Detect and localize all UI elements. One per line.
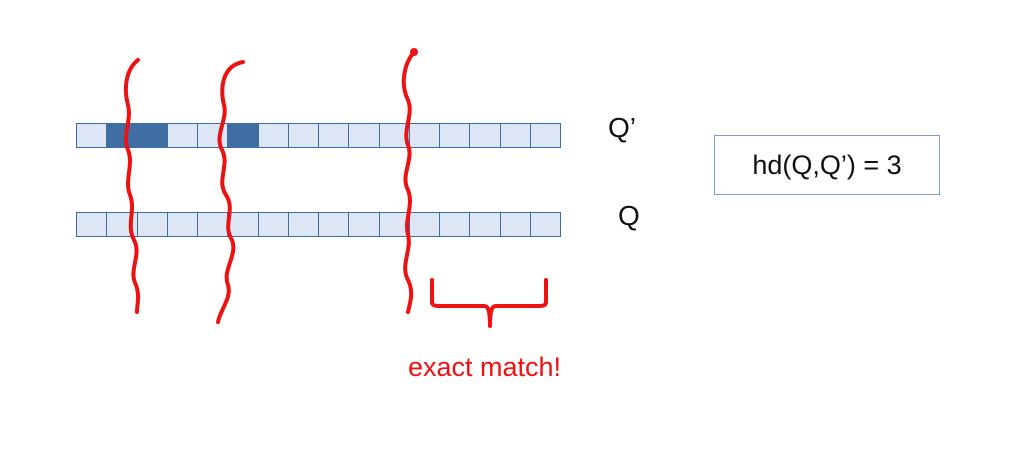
- q-prime-label: Q’: [608, 112, 636, 143]
- cut-line-1: [123, 58, 141, 314]
- bit-cell: [499, 212, 531, 237]
- cut-line-3-start: [410, 48, 418, 56]
- bit-cell: [257, 123, 289, 148]
- bit-cell: [76, 123, 108, 148]
- bit-cell: [227, 123, 259, 148]
- bit-cell: [287, 123, 319, 148]
- bit-cell: [76, 212, 108, 237]
- bit-cell: [318, 212, 350, 237]
- hamming-distance-box: hd(Q,Q’) = 3: [714, 135, 940, 195]
- bit-cell: [166, 212, 198, 237]
- bit-cell: [257, 212, 289, 237]
- hamming-distance-text: hd(Q,Q’) = 3: [752, 150, 902, 180]
- bit-cell: [378, 212, 410, 237]
- cut-line-2: [216, 60, 245, 324]
- bit-cell: [197, 212, 229, 237]
- q-label: Q: [618, 200, 640, 231]
- exact-match-label: exact match!: [408, 352, 562, 382]
- cut-line-3: [401, 50, 416, 314]
- bit-cell: [106, 123, 138, 148]
- bit-cell: [529, 123, 561, 148]
- bit-cell: [318, 123, 350, 148]
- bit-cell: [136, 212, 168, 237]
- bit-cell: [348, 123, 380, 148]
- bit-cell: [469, 123, 501, 148]
- bit-cell: [408, 123, 440, 148]
- exact-match-brace: [430, 278, 548, 328]
- bit-cell: [529, 212, 561, 237]
- bit-cell: [136, 123, 168, 148]
